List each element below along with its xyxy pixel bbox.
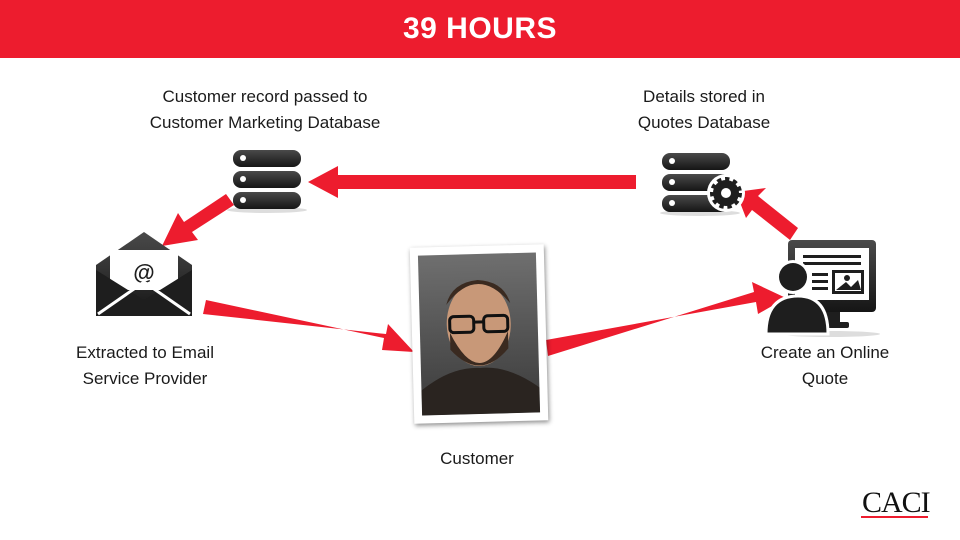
- arrow-email-to-customer: [203, 300, 414, 352]
- arrow-quotes-to-marketing: [308, 166, 636, 198]
- person-monitor-icon: [764, 240, 880, 337]
- logo-underline: [861, 516, 928, 518]
- customer-photo: [409, 244, 549, 424]
- envelope-at-icon: @: [96, 232, 192, 316]
- arrow-quote-to-quotesdb: [736, 188, 798, 240]
- arrow-marketing-to-email: [162, 194, 234, 246]
- email-label: Extracted to Email Service Provider: [76, 343, 214, 388]
- online-quote-label: Create an Online Quote: [760, 343, 890, 388]
- customer-label: Customer: [440, 449, 514, 468]
- caci-logo: CACI: [862, 486, 931, 519]
- quotes-db-label: Details stored in Quotes Database: [637, 87, 771, 132]
- header-banner: 39 HOURS: [0, 0, 960, 58]
- database-icon: [227, 150, 307, 213]
- page-title: 39 HOURS: [402, 12, 558, 45]
- arrow-customer-to-quote: [546, 282, 786, 356]
- marketing-db-label: Customer record passed to Customer Marke…: [149, 87, 381, 132]
- svg-text:@: @: [133, 260, 154, 285]
- customer-portrait: [421, 280, 541, 416]
- database-gear-icon: [660, 153, 745, 216]
